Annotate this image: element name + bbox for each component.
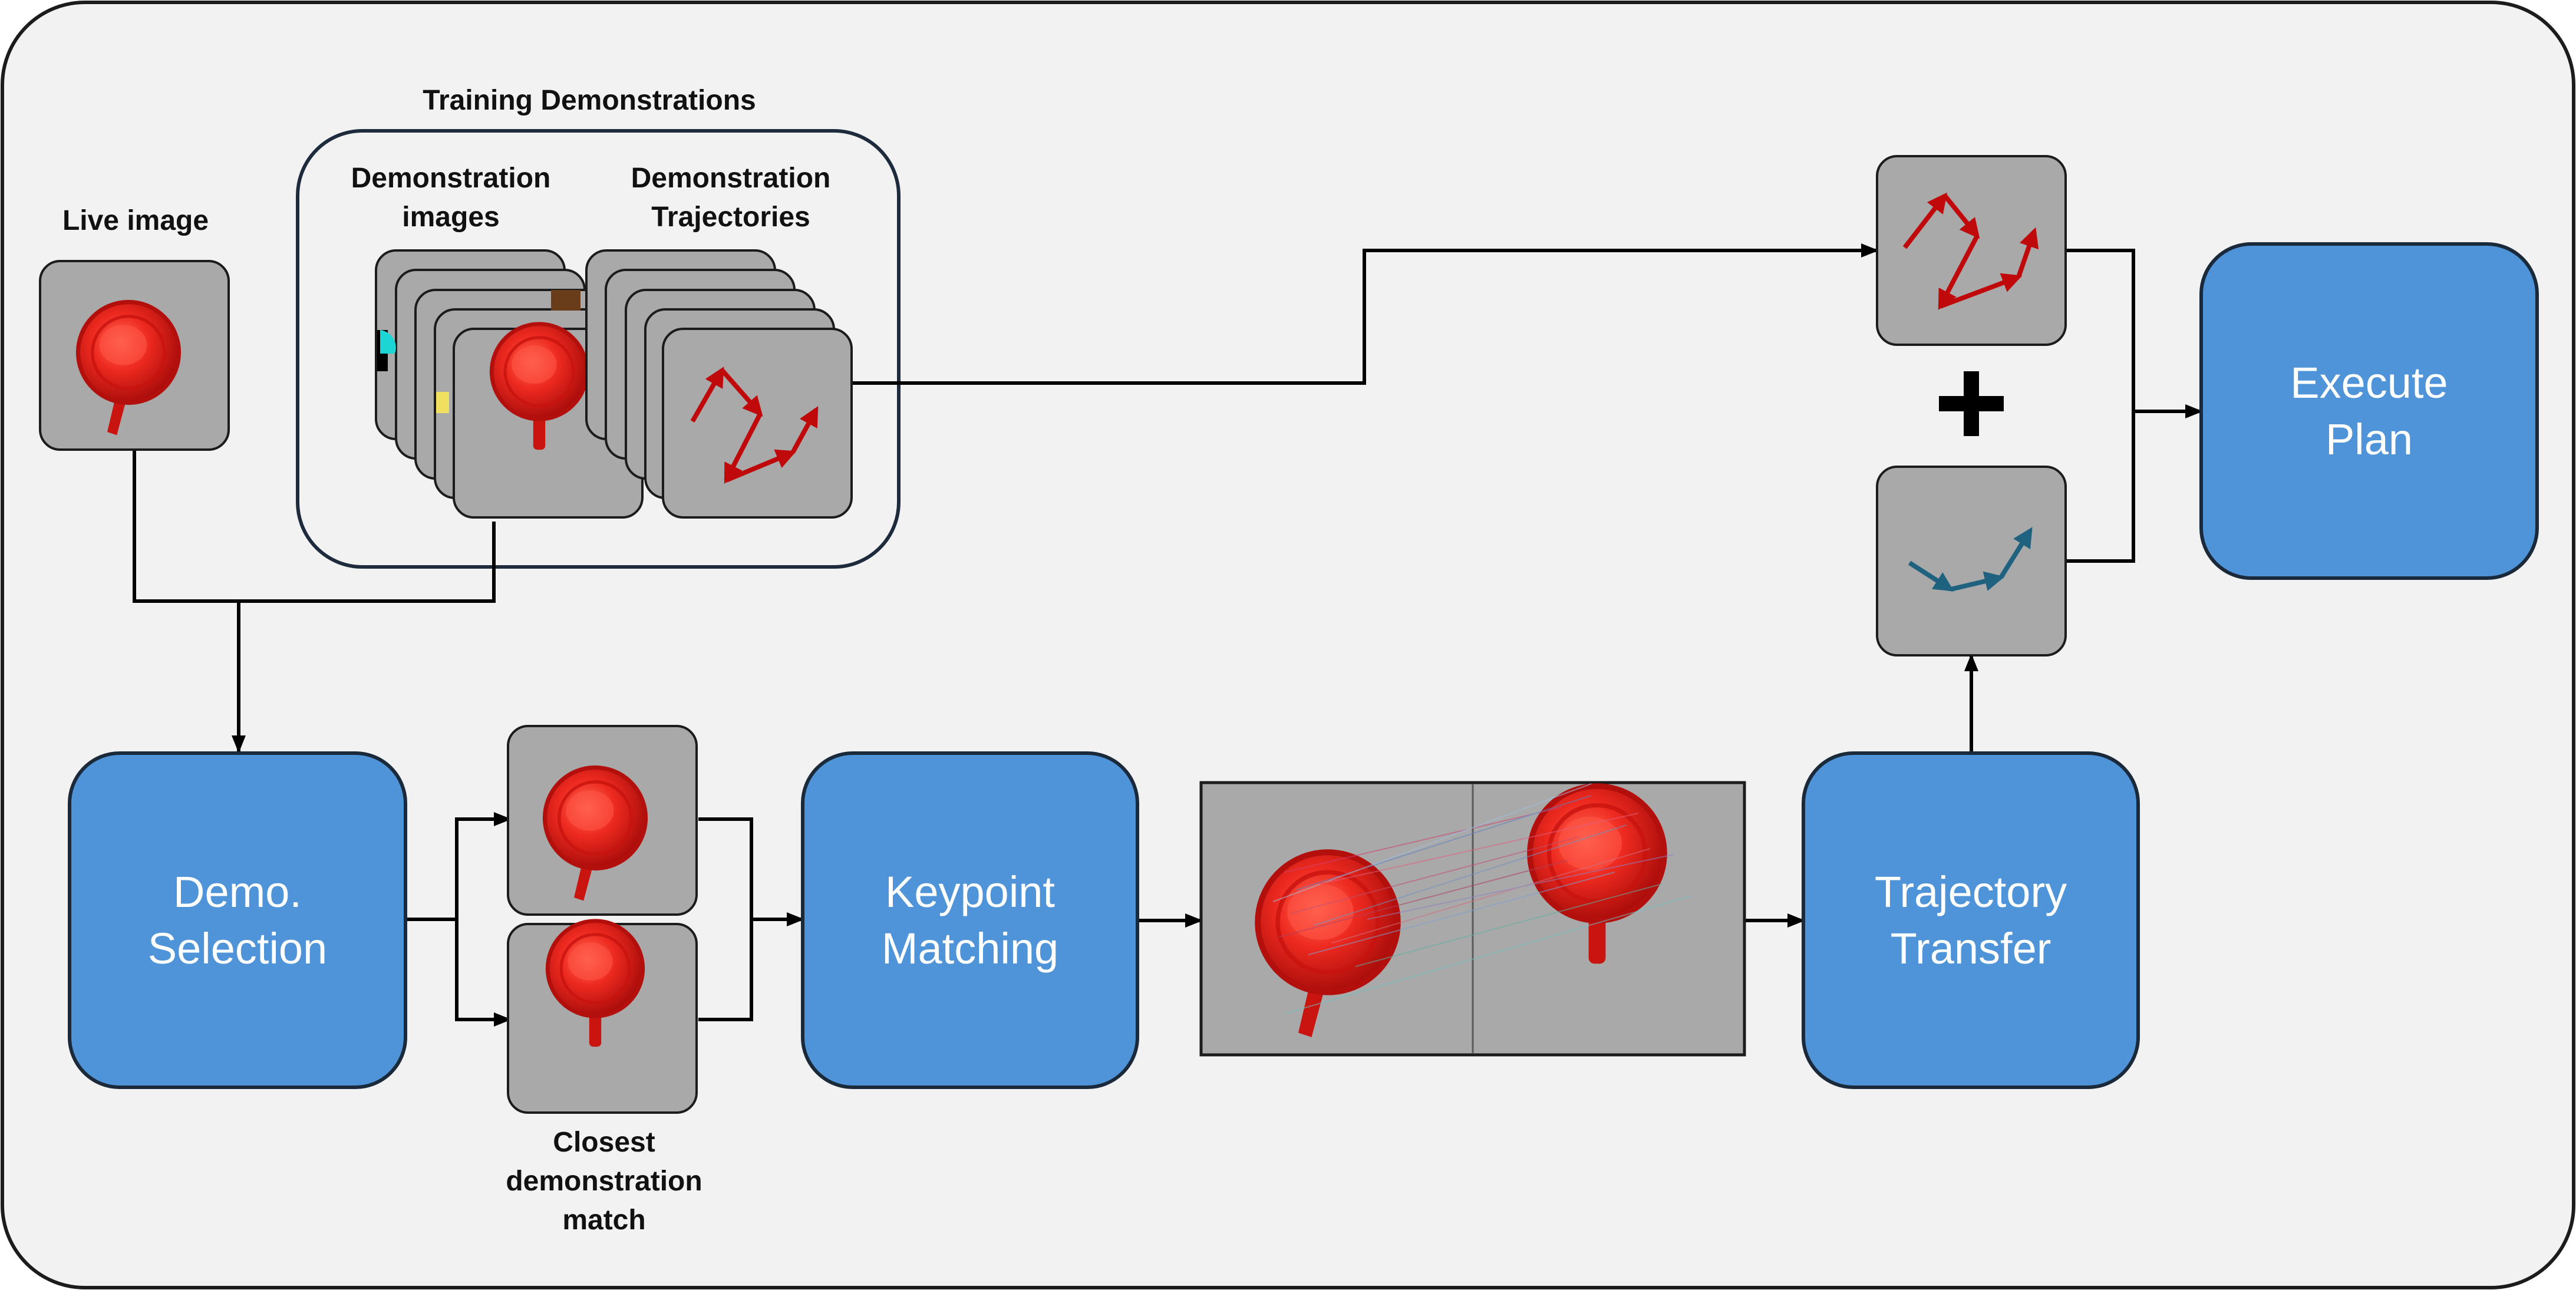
demo-trajectory-tile bbox=[1876, 155, 2067, 346]
transferred-trajectory-tile bbox=[1876, 466, 2067, 656]
training-demonstrations-label: Training Demonstrations bbox=[423, 85, 756, 116]
live-image-label: Live image bbox=[62, 205, 209, 236]
closest-match-label: Closest demonstration match bbox=[506, 1127, 702, 1236]
closest-match-tile-1 bbox=[507, 725, 698, 916]
keypoint-correspondence-image bbox=[1199, 781, 1746, 1057]
execute-plan-block bbox=[2199, 242, 2539, 580]
keypoint-matching-block bbox=[801, 751, 1139, 1089]
live-image-tile bbox=[39, 260, 230, 451]
demo-trajectory-arrows bbox=[690, 367, 819, 484]
arrow-to-demo-trajectory bbox=[852, 243, 1879, 385]
demonstration-images-label: Demonstration images bbox=[351, 163, 551, 233]
arrow-to-match-2 bbox=[455, 919, 512, 1027]
training-demonstrations-box bbox=[296, 129, 901, 569]
trajectory-transfer-block bbox=[1802, 751, 2140, 1089]
plus-icon bbox=[1939, 371, 2004, 436]
demo-selection-block bbox=[68, 751, 407, 1089]
closest-match-tile-2 bbox=[507, 921, 698, 1114]
live-to-selection-connector bbox=[133, 451, 496, 603]
combine-bracket bbox=[2066, 249, 2135, 563]
arrow-to-match-1 bbox=[405, 812, 512, 921]
connectors bbox=[133, 243, 2203, 1027]
demonstration-trajectories-label: Demonstration Trajectories bbox=[631, 163, 831, 233]
